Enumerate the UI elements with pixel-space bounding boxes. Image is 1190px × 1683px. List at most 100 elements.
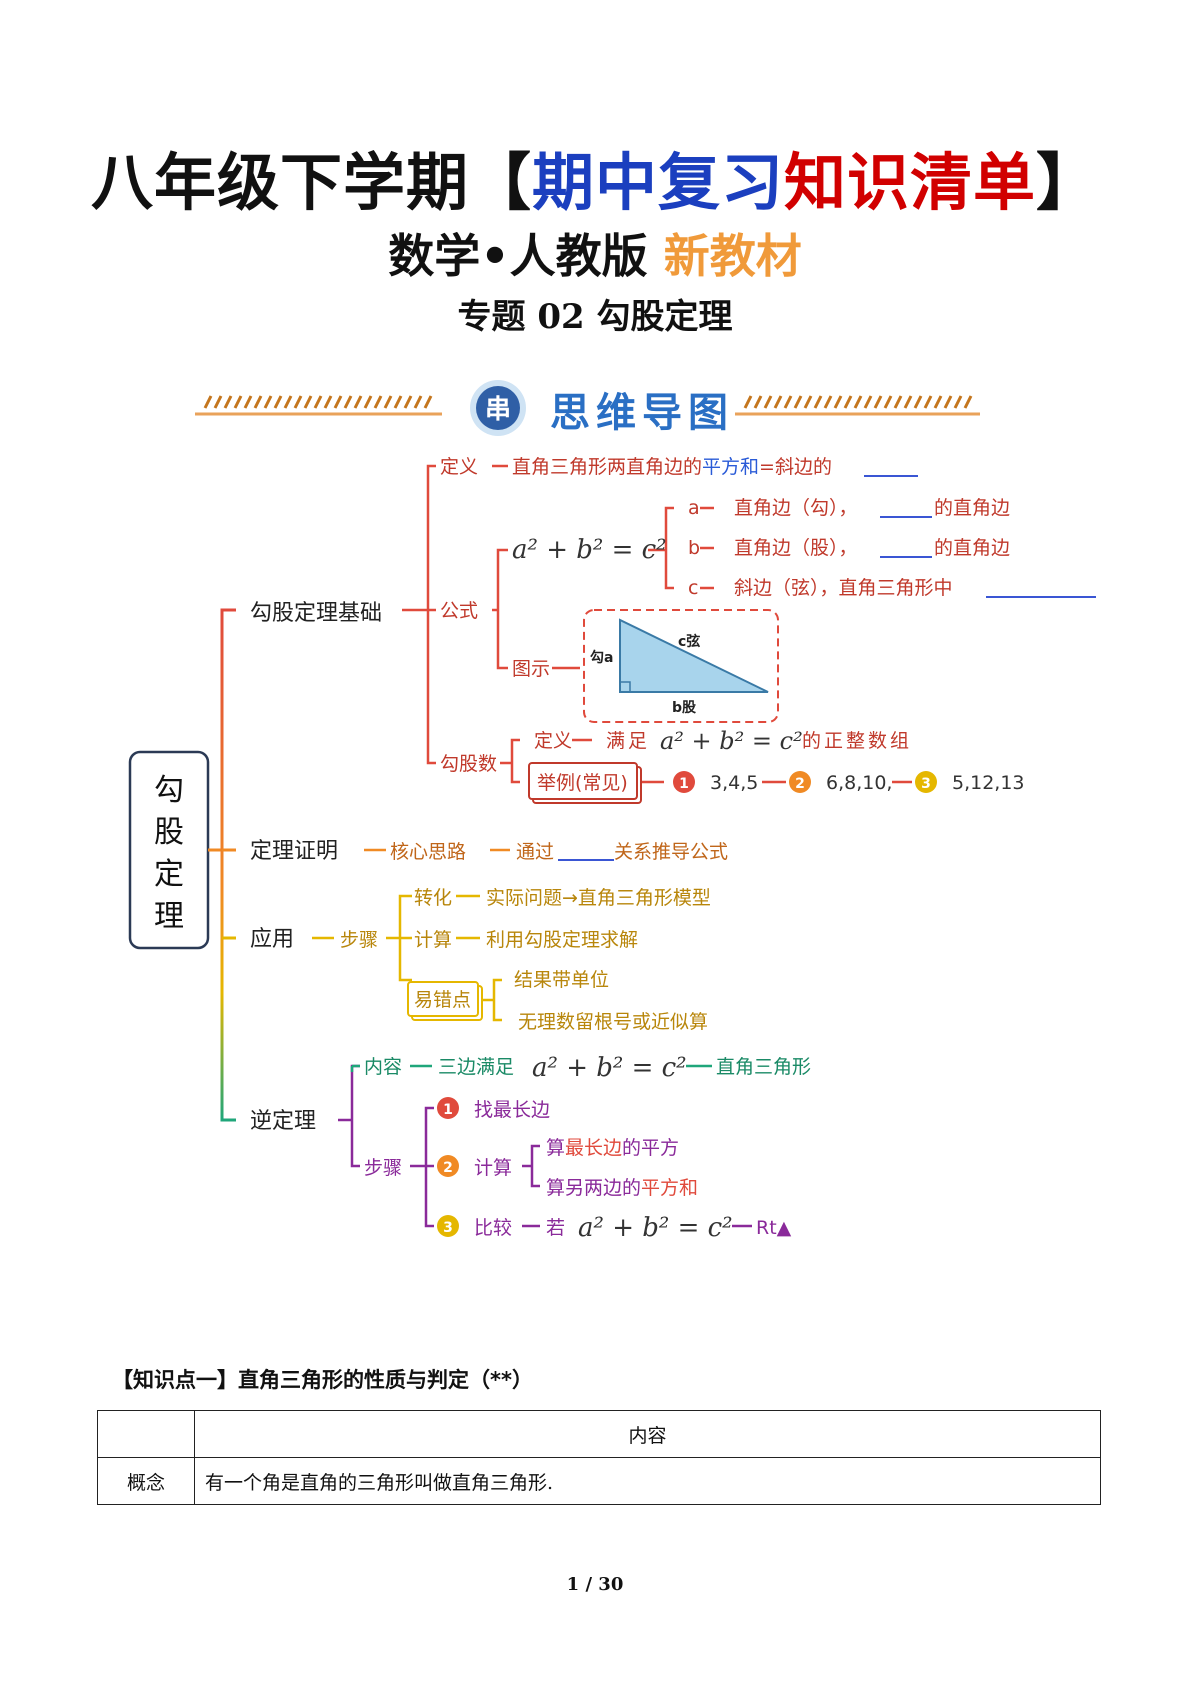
document-title: 八年级下学期【期中复习知识清单】 (0, 146, 1190, 220)
pitfalls-box: 易错点 (407, 981, 483, 1021)
examples-box: 举例(常见) (528, 762, 642, 804)
svg-text:2: 2 (795, 776, 805, 792)
basics-b-text: 直角边（股）， (734, 537, 858, 559)
example-1: 1 3,4,5 (673, 771, 758, 794)
triples-def-text: 满足 (606, 730, 650, 752)
branch-basics-label: 勾股定理基础 (250, 601, 382, 626)
converse-step-3-if: 若 (546, 1217, 565, 1239)
triples-def-tail: 的正整数组 (802, 730, 912, 752)
triangle-label-gou: 勾a (590, 649, 613, 666)
mindmap: 勾 股 定 理 勾股定理基础 定义 直角三角形两直角边的平方和=斜边的 公式 a… (128, 456, 1096, 1243)
step-3-badge-icon (437, 1215, 459, 1237)
application-calc-text: 利用勾股定理求解 (486, 929, 638, 951)
application-pit2: 无理数留根号或近似算 (518, 1011, 708, 1033)
table-header-empty (97, 1410, 195, 1458)
proof-idea: 核心思路 (390, 841, 466, 863)
basics-b-var: b (688, 537, 700, 559)
branch-converse-label: 逆定理 (250, 1109, 316, 1134)
title-part-1: 八年级下学期【 (90, 146, 532, 219)
basics-triples-label: 勾股数 (440, 753, 497, 775)
application-steps: 步骤 (340, 929, 378, 951)
table-row: 概念 有一个角是直角的三角形叫做直角三角形. (97, 1457, 1101, 1505)
converse-step-3-tail: Rt▲ (756, 1217, 792, 1239)
knowledge-table: 内容 概念 有一个角是直角的三角形叫做直角三角形. (97, 1410, 1101, 1505)
triples-def-formula: a² + b² = c² (660, 727, 803, 755)
branch-basics (402, 464, 714, 784)
left-hatch-decoration (195, 395, 442, 416)
converse-step-2a: 算最长边的平方 (546, 1137, 679, 1159)
converse-step-1: 1 找最长边 (437, 1097, 550, 1121)
num-badge-2-icon (789, 771, 811, 793)
basics-def-text: 直角三角形两直角边的平方和=斜边的 (512, 456, 832, 478)
title-part-2: 期中复习 (531, 146, 784, 219)
converse-steps: 步骤 (364, 1157, 402, 1179)
topic-title: 专题 02 勾股定理 (457, 297, 733, 337)
step-1-badge-icon (437, 1097, 459, 1119)
root-char-3: 定 (154, 857, 184, 892)
example-2-value: 6,8,10, (826, 772, 892, 794)
svg-text:3: 3 (921, 776, 931, 792)
converse-step-3-formula: a² + b² = c² (578, 1213, 733, 1243)
table-header-content: 内容 (194, 1410, 1101, 1458)
row-label: 概念 (97, 1457, 195, 1505)
right-angle-mark (619, 681, 631, 693)
application-pit1: 结果带单位 (514, 969, 609, 991)
proof-via: 通过 (516, 841, 554, 863)
basics-c-text: 斜边（弦），直角三角形中 (734, 577, 953, 599)
root-char-2: 股 (154, 815, 184, 850)
root-node: 勾 股 定 理 (128, 750, 210, 950)
basics-def-label: 定义 (440, 456, 478, 478)
root-char-1: 勾 (154, 773, 184, 808)
basics-formula-label: 公式 (440, 600, 478, 622)
basics-c-var: c (688, 577, 698, 599)
svg-text:1: 1 (443, 1102, 453, 1118)
knowledge-heading: 【知识点一】直角三角形的性质与判定（**） (112, 1368, 533, 1392)
converse-content-formula: a² + b² = c² (532, 1053, 687, 1083)
example-1-value: 3,4,5 (710, 772, 758, 794)
triangle-label-gu: b股 (672, 700, 697, 716)
application-convert: 转化 (414, 887, 452, 909)
mindmap-heading: 思维导图 (550, 389, 734, 436)
subtitle-accent: 新教材 (663, 229, 802, 283)
example-3-value: 5,12,13 (952, 772, 1025, 794)
converse-content-tail: 直角三角形 (716, 1056, 811, 1078)
converse-content: 内容 (364, 1056, 402, 1078)
row-text: 有一个角是直角的三角形叫做直角三角形. (194, 1457, 1101, 1505)
basics-formula: a² + b² = c² (512, 535, 667, 565)
trunk-connectors (208, 608, 236, 1122)
converse-content-text: 三边满足 (438, 1056, 514, 1078)
application-calc: 计算 (414, 929, 452, 951)
page-number: 1 / 30 (566, 1574, 624, 1595)
converse-step-2: 2 计算 (437, 1155, 512, 1179)
mindmap-heading-band: 串 (195, 380, 980, 436)
mindmap-badge-icon: 串 (470, 380, 526, 436)
right-hatch-decoration (735, 395, 980, 416)
basics-b-tail: 的直角边 (934, 537, 1010, 559)
basics-a-text: 直角边（勾）， (734, 497, 858, 519)
example-3: 3 5,12,13 (915, 771, 1025, 794)
converse-step-2-text: 计算 (474, 1157, 512, 1179)
right-triangle-shape (619, 618, 769, 693)
subtitle-main: 数学•人教版 (388, 229, 648, 283)
triples-def-label: 定义 (534, 730, 572, 752)
converse-step-2b: 算另两边的平方和 (546, 1177, 698, 1199)
examples-label: 举例(常见) (537, 772, 628, 794)
basics-a-tail: 的直角边 (934, 497, 1010, 519)
triangle-label-xian: c弦 (678, 633, 700, 650)
basics-a-var: a (688, 497, 700, 519)
svg-text:1: 1 (679, 776, 689, 792)
title-part-3: 知识清单 (784, 146, 1037, 219)
svg-text:2: 2 (443, 1160, 453, 1176)
svg-text:3: 3 (443, 1220, 453, 1236)
badge-glyph: 串 (485, 395, 511, 425)
document-subtitle: 数学•人教版 新教材 (0, 228, 1190, 284)
branch-proof-label: 定理证明 (250, 839, 338, 864)
converse-step-1-text: 找最长边 (474, 1099, 550, 1121)
branch-application-label: 应用 (250, 927, 294, 952)
basics-diagram-label: 图示 (512, 658, 550, 680)
proof-tail: 关系推导公式 (614, 841, 728, 863)
root-char-4: 理 (154, 899, 184, 934)
application-convert-text: 实际问题→直角三角形模型 (486, 887, 711, 909)
num-badge-1-icon (673, 771, 695, 793)
converse-step-3-text: 比较 (474, 1217, 512, 1239)
